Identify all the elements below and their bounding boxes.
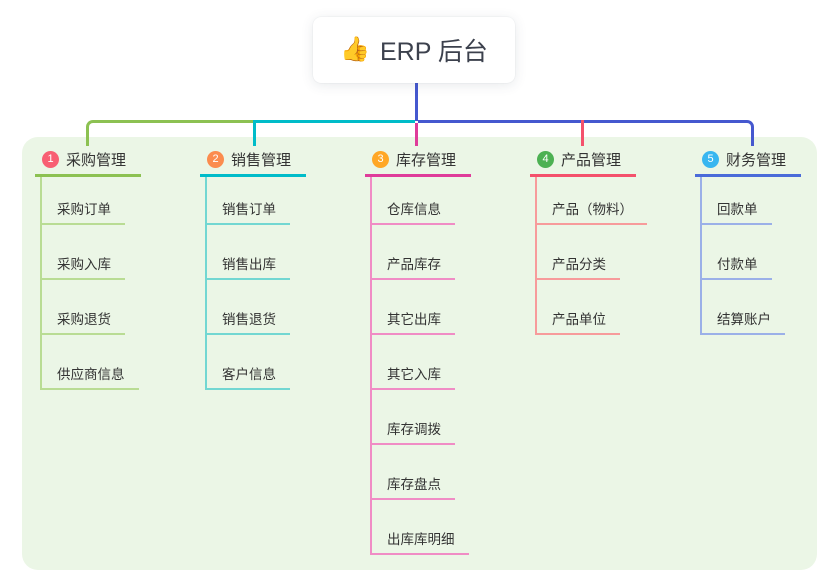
branch-5: 5 财务管理回款单付款单结算账户: [695, 144, 839, 335]
branch-4: 4 产品管理产品（物料）产品分类产品单位: [530, 144, 680, 335]
leaf-node[interactable]: 其它入库: [372, 335, 455, 390]
branch-items: 销售订单销售出库销售退货客户信息: [205, 177, 350, 390]
root-node[interactable]: 👍 ERP 后台: [313, 17, 515, 83]
mindmap-panel: [22, 137, 817, 570]
branch-items: 回款单付款单结算账户: [700, 177, 839, 335]
leaf-node[interactable]: 结算账户: [702, 280, 785, 335]
branch-node-3[interactable]: 3 库存管理: [365, 144, 471, 177]
branch-node-1[interactable]: 1 采购管理: [35, 144, 141, 177]
leaf-node[interactable]: 销售出库: [207, 225, 290, 280]
leaf-node[interactable]: 产品单位: [537, 280, 620, 335]
branch-number-badge: 1: [42, 150, 59, 168]
branch-number-badge: 5: [702, 150, 719, 168]
leaf-node[interactable]: 采购入库: [42, 225, 125, 280]
connector-elbow-branch-5: [418, 120, 754, 146]
branch-node-2[interactable]: 2 销售管理: [200, 144, 306, 177]
leaf-node[interactable]: 销售退货: [207, 280, 290, 335]
branch-number-badge: 4: [537, 150, 554, 168]
root-connector-line: [415, 83, 418, 121]
leaf-node[interactable]: 出库库明细: [372, 500, 469, 555]
thumbs-up-icon: 👍: [340, 36, 370, 63]
leaf-node[interactable]: 库存盘点: [372, 445, 455, 500]
leaf-node[interactable]: 库存调拨: [372, 390, 455, 445]
branch-number-badge: 3: [372, 150, 389, 168]
leaf-node[interactable]: 产品分类: [537, 225, 620, 280]
branch-number-badge: 2: [207, 150, 224, 168]
branch-1: 1 采购管理采购订单采购入库采购退货供应商信息: [35, 144, 185, 390]
leaf-node[interactable]: 付款单: [702, 225, 772, 280]
leaf-node[interactable]: 采购退货: [42, 280, 125, 335]
connector-bar-branch-2: [256, 120, 415, 123]
connector-elbow-branch-1: [86, 120, 256, 146]
branch-items: 产品（物料）产品分类产品单位: [535, 177, 680, 335]
leaf-node[interactable]: 产品库存: [372, 225, 455, 280]
branch-label: 库存管理: [396, 151, 457, 169]
leaf-node[interactable]: 仓库信息: [372, 177, 455, 225]
root-node-label: ERP 后台: [379, 38, 488, 66]
leaf-node[interactable]: 其它出库: [372, 280, 455, 335]
leaf-node[interactable]: 回款单: [702, 177, 772, 225]
branch-3: 3 库存管理仓库信息产品库存其它出库其它入库库存调拨库存盘点出库库明细: [365, 144, 515, 555]
connector-drop-branch-2: [253, 120, 256, 146]
branch-items: 仓库信息产品库存其它出库其它入库库存调拨库存盘点出库库明细: [370, 177, 515, 555]
leaf-node[interactable]: 采购订单: [42, 177, 125, 225]
branch-label: 产品管理: [561, 151, 622, 169]
branch-label: 采购管理: [66, 151, 127, 169]
leaf-node[interactable]: 供应商信息: [42, 335, 139, 390]
branch-node-5[interactable]: 5 财务管理: [695, 144, 801, 177]
branch-2: 2 销售管理销售订单销售出库销售退货客户信息: [200, 144, 350, 390]
connector-drop-branch-3: [415, 123, 418, 146]
leaf-node[interactable]: 客户信息: [207, 335, 290, 390]
branch-items: 采购订单采购入库采购退货供应商信息: [40, 177, 185, 390]
branch-label: 财务管理: [726, 151, 787, 169]
branch-label: 销售管理: [231, 151, 292, 169]
connector-drop-branch-4: [581, 120, 584, 146]
branch-node-4[interactable]: 4 产品管理: [530, 144, 636, 177]
leaf-node[interactable]: 销售订单: [207, 177, 290, 225]
leaf-node[interactable]: 产品（物料）: [537, 177, 647, 225]
